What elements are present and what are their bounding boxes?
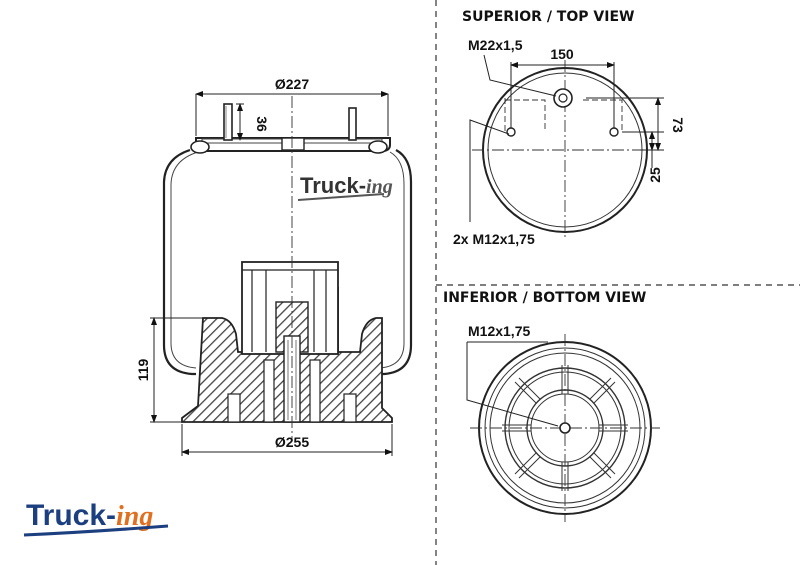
top-stud-hole-left — [506, 127, 516, 137]
top-stud-hole-right — [609, 127, 619, 137]
bottom-center-hole — [559, 422, 571, 434]
bottom-view: INFERIOR / BOTTOM VIEW M12x1,75 — [443, 290, 660, 522]
center-thread-label: M22x1,5 — [468, 37, 523, 53]
side-threads-label: 2x M12x1,75 — [453, 231, 535, 247]
offset-b-label: 25 — [647, 167, 663, 183]
bottom-view-heading: INFERIOR / BOTTOM VIEW — [443, 290, 646, 306]
top-stud-right — [348, 107, 357, 141]
stud-height-label: 36 — [254, 116, 270, 132]
bellows-logo: Truck-ing — [297, 173, 393, 201]
svg-text:Truck-ing: Truck-ing — [300, 173, 393, 198]
offset-a-label: 73 — [670, 117, 686, 133]
top-view: SUPERIOR / TOP VIEW 150 M22x1,5 73 25 — [453, 9, 686, 247]
top-diameter-label: Ø227 — [275, 76, 309, 92]
stud-spacing-label: 150 — [550, 46, 574, 62]
top-view-heading: SUPERIOR / TOP VIEW — [462, 9, 634, 25]
overall-height-label: 119 — [135, 358, 151, 381]
rubber-bellows — [162, 148, 413, 376]
top-stud-left — [223, 103, 233, 141]
bottom-diameter-label: Ø255 — [275, 434, 309, 450]
bottom-thread-label: M12x1,75 — [468, 323, 530, 339]
side-view: Ø227 36 119 Ø255 Truck-ing — [135, 76, 413, 456]
truck-ing-logo: Truck-ing — [23, 499, 169, 537]
